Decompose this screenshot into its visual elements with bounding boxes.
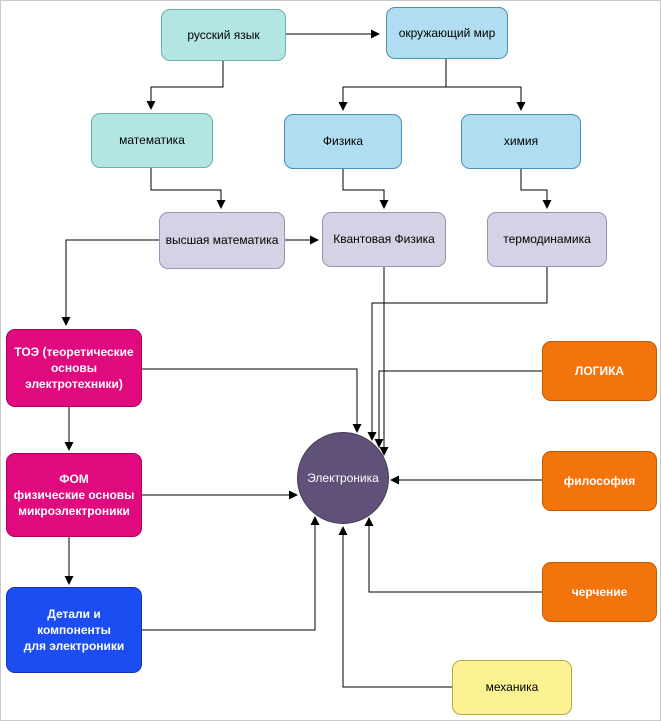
edge-logic-to-electronics (374, 370, 542, 448)
node-russian-language: русский язык (161, 9, 286, 61)
node-philosophy: философия (542, 451, 657, 511)
node-fom: ФОМ физические основы микроэлектроники (6, 453, 142, 537)
node-mathematics: математика (91, 113, 213, 168)
node-electronics: Электроника (297, 432, 389, 524)
edge-world-around-to-physics (338, 59, 447, 111)
node-thermodynamics: термодинамика (487, 212, 607, 267)
node-higher-math: высшая математика (159, 212, 285, 269)
node-toe: ТОЭ (теоретические основы электротехники… (6, 329, 142, 407)
node-components: Детали и компоненты для электроники (6, 587, 142, 673)
edge-world-around-to-chemistry (445, 59, 526, 111)
edge-physics-to-quantum-physics (342, 169, 389, 209)
node-drafting: черчение (542, 562, 657, 622)
node-world-around: окружающий мир (386, 7, 508, 59)
node-chemistry: химия (461, 114, 581, 169)
node-logic: ЛОГИКА (542, 341, 657, 401)
edge-components-to-electronics (142, 516, 320, 631)
edge-thermodynamics-to-electronics (367, 267, 548, 441)
edge-russian-language-to-mathematics (146, 61, 224, 110)
node-physics: Физика (284, 114, 402, 169)
edge-drafting-to-electronics (364, 517, 542, 593)
edge-higher-math-to-toe (61, 239, 159, 326)
node-quantum-physics: Квантовая Физика (322, 212, 446, 267)
edge-toe-to-electronics (142, 368, 362, 433)
edge-chemistry-to-thermodynamics (520, 169, 552, 209)
edge-mathematics-to-higher-math (150, 168, 226, 209)
edge-mechanics-to-electronics (338, 526, 452, 688)
node-mechanics: механика (452, 660, 572, 715)
